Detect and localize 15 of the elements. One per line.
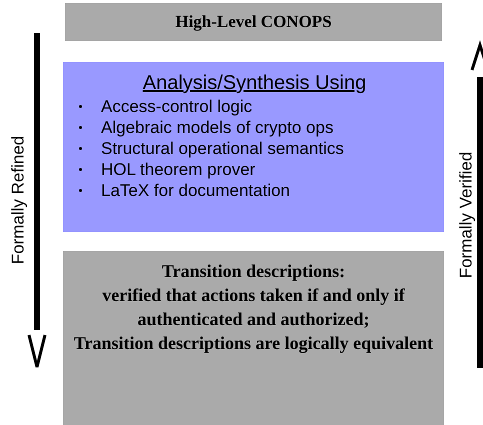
box-heading: Analysis/Synthesis Using bbox=[142, 72, 366, 95]
bullet-text: HOL theorem prover bbox=[101, 159, 256, 180]
text-box bbox=[65, 3, 442, 41]
axis-label: Formally Verified bbox=[456, 152, 476, 278]
description-text: Transition descriptions: bbox=[160, 260, 346, 283]
bullet-text: Structural operational semantics bbox=[101, 138, 344, 159]
bullet-text: Algebraic models of crypto ops bbox=[101, 117, 334, 138]
bullet-text: Access-control logic bbox=[101, 96, 252, 117]
description-text: verified that actions taken if and only if authenticated and authorized; bbox=[101, 284, 406, 331]
description-text: Transition descriptions are logically equivalent bbox=[72, 332, 434, 355]
text-box bbox=[63, 251, 444, 425]
box-title: High-Level CONOPS bbox=[175, 12, 332, 32]
bullet-text: LaTeX for documentation bbox=[101, 180, 290, 201]
analysis-box bbox=[63, 62, 444, 232]
axis-label: Formally Refined bbox=[8, 136, 28, 264]
